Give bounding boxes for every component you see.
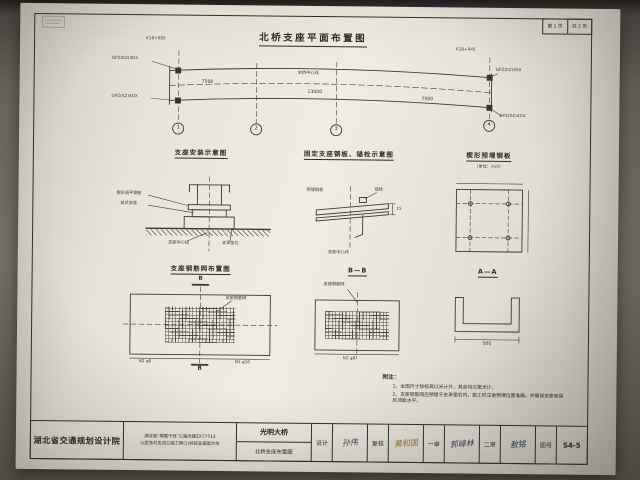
section-aa-dim: 500 bbox=[482, 341, 492, 347]
axis-number-2: 2 bbox=[254, 125, 258, 132]
bearing-label-right-top: GPZ(KZ)4SX bbox=[495, 66, 522, 73]
axis-number-4: 4 bbox=[487, 121, 491, 128]
bearing-label-right-bottom: GPZ(KZ)4DX bbox=[499, 112, 526, 119]
plan-title: 北桥支座平面布置图 bbox=[259, 32, 367, 48]
span-dim-left: 7500 bbox=[201, 79, 214, 85]
axis-number-3: 3 bbox=[334, 126, 338, 133]
review1-label: 一审 bbox=[422, 425, 445, 463]
span-dim-mid: 13000 bbox=[307, 89, 323, 96]
institute-name: 湖北省交通规划设计院 bbox=[33, 434, 121, 446]
drawing-name: 北桥支座布置图 bbox=[254, 449, 293, 456]
design-label: 设计 bbox=[310, 423, 333, 462]
mesh-plan-bar2: N2 φ8 bbox=[138, 358, 152, 364]
chainage-left: K18+685 bbox=[146, 35, 166, 41]
note-item-2: 2、支座钢筋网应预埋于支承垫石内，施工时注意预埋位置准确，并确保支座安装后顶面水… bbox=[392, 392, 564, 404]
section-aa-title: A—A bbox=[477, 268, 497, 279]
review1-signature: 郭峰林 bbox=[443, 425, 480, 463]
note-item-1: 1、本图尺寸除标高以米计外，其余均以毫米计。 bbox=[392, 384, 497, 391]
install-centerline-label: 支座中心线 bbox=[167, 239, 189, 245]
plinth-label: 支承垫石 bbox=[221, 239, 239, 246]
page-label: 第 1 页 bbox=[543, 19, 568, 34]
check-label: 复核 bbox=[366, 424, 389, 462]
design-signature: 孙伟 bbox=[331, 424, 368, 462]
bearing-label-left-bottom: GPZ(KZ)4DX bbox=[111, 92, 138, 99]
section-bb-bar2: N2 φ8 bbox=[342, 355, 356, 361]
anchor-dim: 15 bbox=[396, 205, 402, 211]
pot-bearing-label: 盆式支座 bbox=[120, 199, 138, 206]
drawing-sheet: 第 1 页 共 2 页 北桥支座平面布置图 K18+685 K18+945 GP… bbox=[15, 2, 621, 476]
embed-plate-label: 预埋钢板 bbox=[306, 186, 324, 193]
wedge-plate-label: 楔形调平钢板 bbox=[116, 189, 142, 196]
mesh-plan-title: 支座钢筋网布置图 bbox=[170, 264, 231, 276]
anchor-centerline-label: 支座中心线 bbox=[327, 249, 349, 255]
plate-detail-title: 楔形预埋钢板 bbox=[466, 152, 511, 163]
check-signature: 黄和国 bbox=[387, 424, 424, 463]
bearing-label-left-top: GPZ(KZ)4DX bbox=[111, 54, 139, 61]
notes-heading: 附注： bbox=[382, 374, 400, 381]
bridge-name: 光明大桥 bbox=[236, 423, 312, 443]
section-bb-title: B—B bbox=[347, 266, 367, 277]
sheet-number: S4-5 bbox=[555, 426, 588, 464]
project-description: 湖北省“棉擂干线”公路改建ZX77713 山区各村支线公路工程(2)标段支座图大… bbox=[122, 421, 237, 461]
section-mark-b-top: B bbox=[198, 275, 203, 282]
install-title: 支座安装示意图 bbox=[174, 148, 227, 160]
title-block: 湖北省交通规划设计院 湖北省“棉擂干线”公路改建ZX77713 山区各村支线公路… bbox=[29, 419, 589, 465]
project-line-2: 山区各村支线公路工程(2)标段支座图大样 bbox=[140, 440, 220, 447]
mesh-plan-callout: 支座钢筋网 bbox=[225, 295, 247, 301]
sheet-number-label: 图号 bbox=[534, 426, 557, 464]
section-mark-b-bottom: B bbox=[197, 365, 202, 372]
chainage-right: K18+945 bbox=[455, 46, 476, 52]
anchor-detail-title: 固定支座钢板、锚栓示意图 bbox=[303, 150, 394, 162]
unit-note: （单位：mm） bbox=[474, 163, 504, 169]
page-number-box: 第 1 页 共 2 页 bbox=[542, 18, 593, 35]
bridge-centerline-label: 全桥中心线 bbox=[297, 69, 319, 75]
section-bb-callout: 支座钢筋网 bbox=[323, 281, 345, 287]
page-total: 共 2 页 bbox=[571, 24, 588, 30]
drawing-name-cell: 光明大桥 北桥支座布置图 bbox=[235, 423, 312, 461]
review2-label: 二审 bbox=[478, 425, 501, 463]
anchor-bolt-label: 锚栓 bbox=[374, 186, 383, 192]
span-dim-right: 7500 bbox=[421, 97, 434, 103]
review2-signature: 敖铭 bbox=[499, 425, 536, 464]
mesh-plan-bar1: N1 φ16 bbox=[234, 359, 250, 365]
axis-number-1: 1 bbox=[176, 124, 180, 131]
